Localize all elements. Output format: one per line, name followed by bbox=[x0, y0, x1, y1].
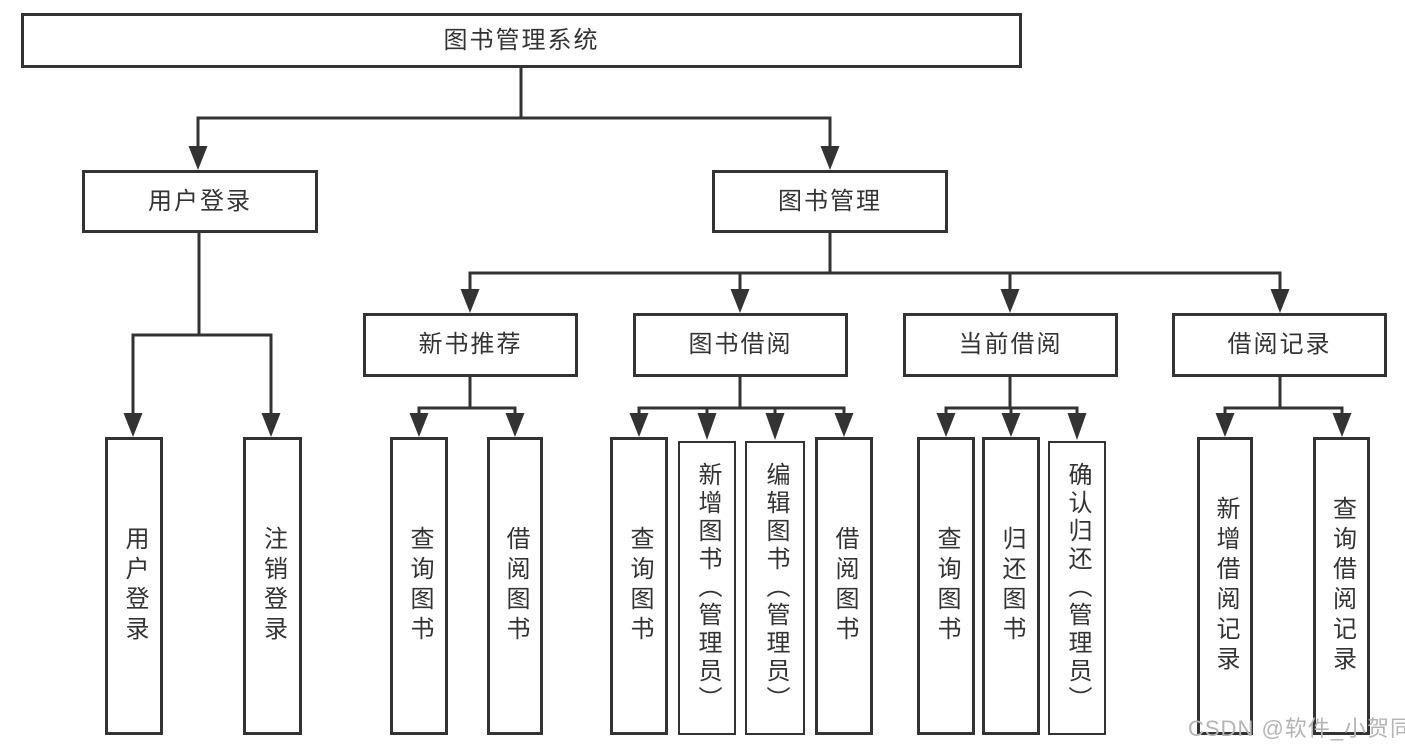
connector-current-borrowing-children bbox=[936, 377, 1087, 440]
node-current-borrowing: 当前借阅 bbox=[903, 313, 1118, 377]
connector-borrowing-records-children bbox=[1215, 377, 1352, 437]
node-leaf-logout: 注销登录 bbox=[243, 437, 302, 735]
node-book-management: 图书管理 bbox=[712, 170, 948, 233]
node-leaf-user-login: 用户登录 bbox=[105, 437, 163, 735]
node-rec-query-books: 查询图书 bbox=[390, 437, 448, 735]
node-bb-edit-books-admin: 编辑图书（管理员） bbox=[745, 441, 805, 735]
node-library-management-system: 图书管理系统 bbox=[21, 13, 1022, 68]
node-cb-confirm-return-admin: 确认归还（管理员） bbox=[1048, 441, 1106, 735]
connector-root-to-level2 bbox=[188, 68, 840, 170]
node-borrowing-records: 借阅记录 bbox=[1172, 313, 1387, 377]
connector-book-borrowing-children bbox=[629, 377, 854, 440]
node-br-query-borrow-record: 查询借阅记录 bbox=[1313, 437, 1370, 735]
node-cb-return-books: 归还图书 bbox=[982, 437, 1040, 735]
node-user-login: 用户登录 bbox=[82, 170, 318, 233]
connector-book-management-children bbox=[460, 233, 1290, 313]
node-cb-query-books: 查询图书 bbox=[917, 437, 975, 735]
csdn-watermark: CSDN @软件_小贺同学 bbox=[1188, 716, 1405, 741]
connector-new-book-recommendation-children bbox=[409, 377, 525, 437]
node-br-add-borrow-record: 新增借阅记录 bbox=[1197, 437, 1253, 735]
node-new-book-recommendation: 新书推荐 bbox=[363, 313, 578, 377]
node-book-borrowing: 图书借阅 bbox=[633, 313, 848, 377]
node-bb-borrow-books: 借阅图书 bbox=[815, 437, 873, 735]
node-bb-query-books: 查询图书 bbox=[610, 437, 668, 735]
connector-user-login-children bbox=[123, 233, 281, 437]
node-rec-borrow-books: 借阅图书 bbox=[487, 437, 543, 735]
node-bb-add-books-admin: 新增图书（管理员） bbox=[678, 441, 736, 735]
